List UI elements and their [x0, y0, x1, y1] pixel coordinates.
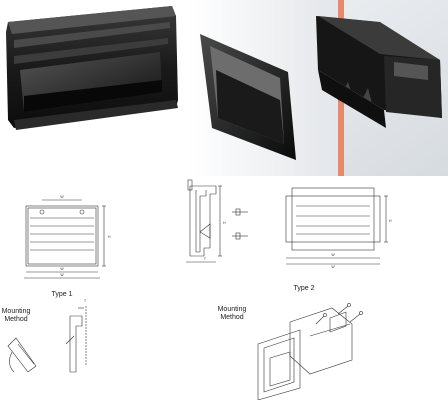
dimension-drawings: W W W H T T H W W H Type 1 Type 2 Mounti… — [0, 176, 448, 400]
type2-dim-w-outer: W — [331, 265, 335, 269]
type2-dim-h: H — [389, 219, 392, 223]
type1-dim-h: H — [108, 235, 111, 239]
type2-handle-illustration — [188, 0, 448, 176]
type1-handle-illustration — [6, 6, 178, 130]
type2-dim-w-inner: W — [331, 253, 335, 257]
type1-dim-top: W — [60, 195, 64, 199]
type1-mounting-label-line2: Method — [4, 316, 28, 323]
type2-handle-photo — [188, 0, 448, 176]
type1-mounting-label: Mounting Method — [2, 308, 31, 324]
type2-mounting-label: Mounting Method — [218, 306, 247, 322]
type1-front-view — [24, 199, 106, 279]
type1-mounting-dim-t: T — [84, 299, 87, 303]
type2-dim-side-h: H — [223, 221, 226, 225]
drawing-lines: W W W H T T H W W H — [7, 179, 392, 400]
type1-handle-photo — [0, 0, 188, 176]
type2-mounting-label-line2: Method — [220, 314, 244, 321]
type1-dim-w-outer: W — [60, 273, 64, 277]
type2-mounting-diagram — [257, 303, 363, 400]
type2-side-view — [186, 179, 248, 263]
type1-label: Type 1 — [51, 291, 73, 298]
type1-dim-w-inner: W — [60, 267, 64, 271]
type2-label: Type 2 — [293, 285, 315, 292]
type2-front-view — [285, 187, 388, 265]
type1-mounting-label-line1: Mounting — [1, 308, 31, 315]
type2-dim-t: T — [204, 257, 207, 261]
type2-mounting-label-line1: Mounting — [217, 306, 247, 313]
type1-mounting-diagram — [7, 306, 87, 373]
